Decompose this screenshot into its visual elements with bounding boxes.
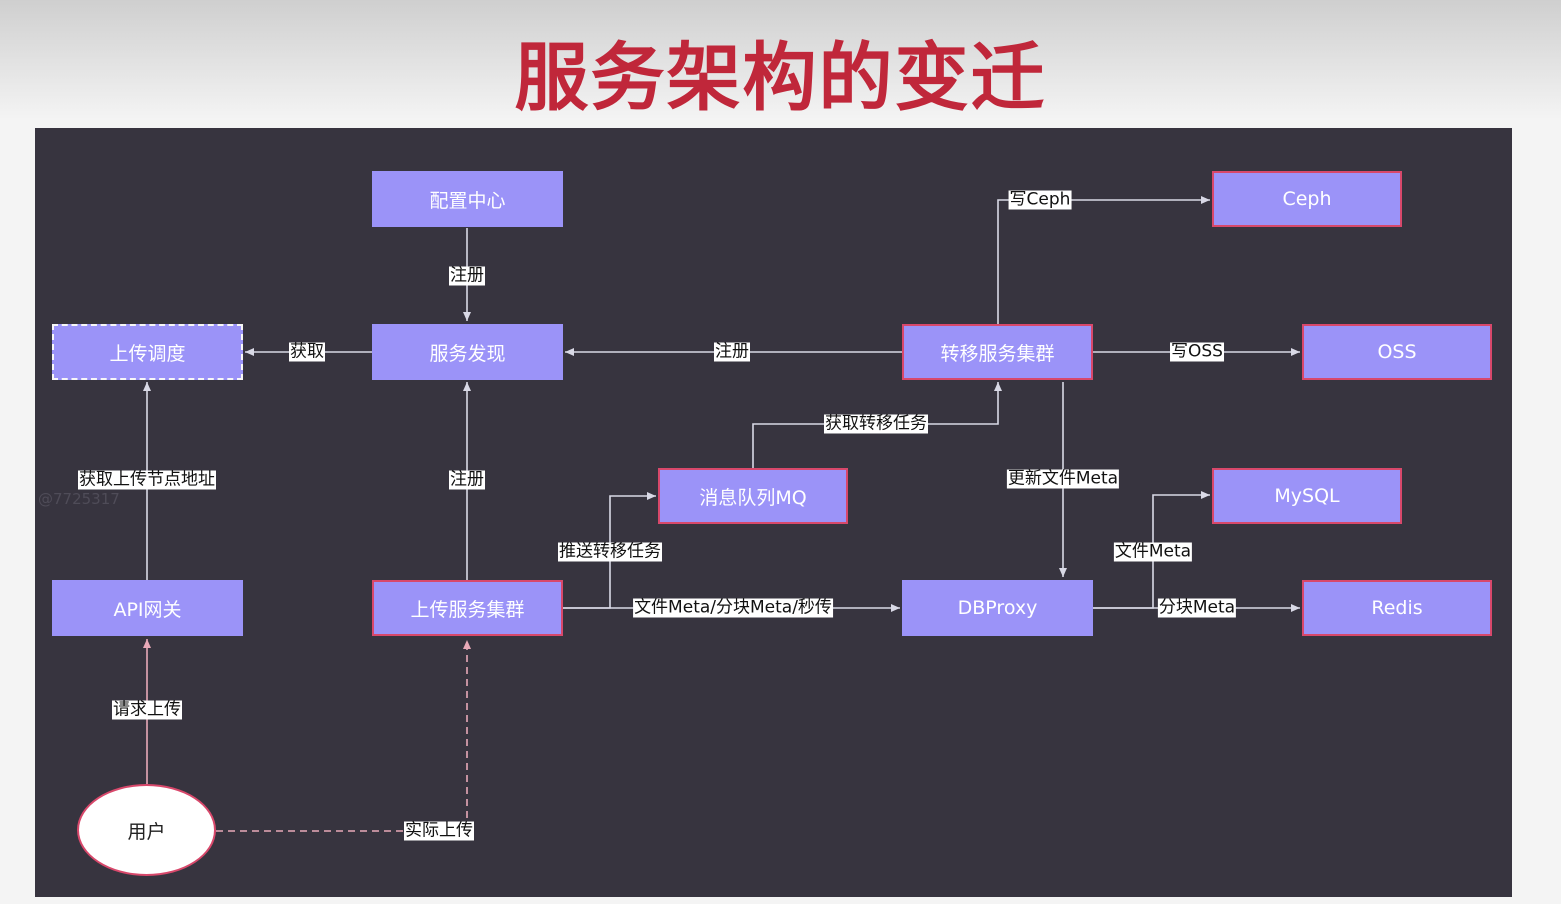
edge-label-file-meta-upload: 文件Meta/分块Meta/秒传 — [633, 597, 833, 618]
edge-label-chunk-meta-redis: 分块Meta — [1157, 597, 1237, 618]
edge-label-update-meta: 更新文件Meta — [1006, 468, 1120, 489]
edge-label-request-upload: 请求上传 — [112, 699, 182, 720]
edge-label-register-upload: 注册 — [449, 469, 485, 490]
edge-label-get-scheduler: 获取 — [289, 341, 325, 362]
node-redis: Redis — [1302, 580, 1492, 636]
watermark: @772​5317 — [38, 490, 120, 508]
edge-label-write-ceph: 写Ceph — [1008, 189, 1072, 210]
node-transfer-cluster: 转移服务集群 — [902, 324, 1093, 380]
node-config-center: 配置中心 — [372, 171, 563, 227]
node-mq: 消息队列MQ — [658, 468, 848, 524]
edge-transfer-to-ceph — [997, 196, 1210, 324]
edge-label-register-transfer: 注册 — [714, 341, 750, 362]
diagram-canvas: @772​5317 配置中心 服务发现 上传调度 API网关 上传服务集群 消息… — [35, 128, 1512, 897]
edge-label-write-oss: 写OSS — [1170, 341, 1224, 362]
page-title: 服务架构的变迁 — [514, 35, 1047, 121]
node-service-discovery: 服务发现 — [372, 324, 563, 380]
edge-label-push-transfer-task: 推送转移任务 — [558, 541, 662, 562]
node-user: 用户 — [77, 784, 216, 876]
node-dbproxy: DBProxy — [902, 580, 1093, 636]
node-api-gateway: API网关 — [52, 580, 243, 636]
node-ceph: Ceph — [1212, 171, 1402, 227]
node-mysql: MySQL — [1212, 468, 1402, 524]
edge-label-get-upload-addr: 获取上传节点地址 — [78, 469, 216, 490]
node-upload-cluster: 上传服务集群 — [372, 580, 563, 636]
edge-label-file-meta-mysql: 文件Meta — [1113, 541, 1193, 562]
node-oss: OSS — [1302, 324, 1492, 380]
edge-label-register-config: 注册 — [449, 265, 485, 286]
edge-label-get-transfer-task: 获取转移任务 — [824, 413, 928, 434]
edge-label-actual-upload: 实际上传 — [404, 820, 474, 841]
node-upload-scheduler: 上传调度 — [52, 324, 243, 380]
edge-user-to-upload — [216, 640, 471, 832]
